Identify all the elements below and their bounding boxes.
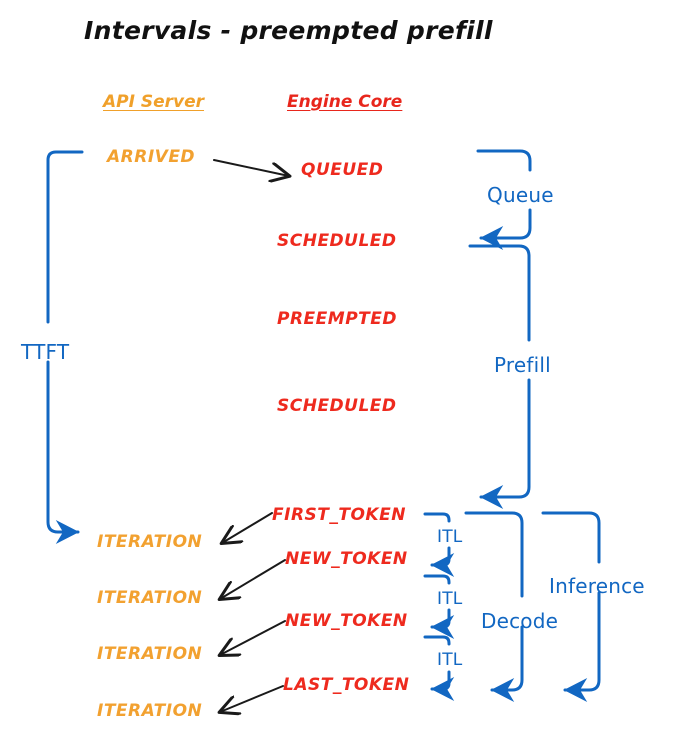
interval-label-ttft: TTFT — [21, 340, 70, 364]
itl-bracket-2-lower — [430, 608, 455, 639]
state-new-token-2: NEW_TOKEN — [285, 611, 408, 631]
state-iteration-3: ITERATION — [97, 644, 203, 664]
arrow-new-token-to-iteration-2 — [220, 620, 286, 655]
interval-label-decode: Decode — [481, 609, 559, 633]
ttft-bracket-upper — [46, 150, 84, 324]
state-scheduled-2: SCHEDULED — [277, 396, 397, 416]
state-preempted: PREEMPTED — [277, 309, 397, 329]
state-queued: QUEUED — [301, 160, 384, 180]
itl-bracket-3-lower — [430, 670, 455, 701]
itl-bracket-3-upper — [423, 635, 451, 646]
prefill-bracket-lower — [479, 378, 531, 509]
arrow-arrived-to-queued — [213, 159, 289, 176]
page-title: Intervals - preempted prefill — [84, 16, 493, 45]
itl-bracket-1-lower — [430, 546, 455, 577]
interval-label-itl-2: ITL — [437, 589, 463, 609]
arrow-last-token-to-iteration — [220, 685, 284, 712]
interval-label-queue: Queue — [487, 183, 554, 207]
inference-bracket-lower — [563, 591, 601, 702]
state-iteration-2: ITERATION — [97, 588, 203, 608]
interval-label-itl-3: ITL — [437, 650, 463, 670]
prefill-bracket-upper — [468, 244, 531, 342]
column-header-engine-core: Engine Core — [287, 92, 403, 112]
itl-bracket-2-upper — [423, 574, 451, 585]
itl-bracket-1-upper — [423, 512, 451, 523]
arrow-new-token-to-iteration-1 — [220, 559, 286, 599]
interval-label-itl-1: ITL — [437, 527, 463, 547]
state-first-token: FIRST_TOKEN — [272, 505, 406, 525]
state-scheduled-1: SCHEDULED — [277, 231, 397, 251]
state-arrived: ARRIVED — [107, 147, 196, 167]
arrow-first-token-to-iteration — [222, 512, 273, 543]
column-header-api-server: API Server — [103, 92, 205, 112]
inference-bracket-upper — [541, 511, 601, 564]
decode-bracket-lower — [490, 625, 524, 702]
queue-bracket-upper — [476, 149, 532, 172]
ttft-bracket-lower — [46, 360, 80, 544]
interval-label-prefill: Prefill — [494, 353, 551, 377]
state-last-token: LAST_TOKEN — [283, 675, 410, 695]
state-iteration-4: ITERATION — [97, 701, 203, 721]
queue-bracket-lower — [479, 208, 532, 250]
decode-bracket-upper — [464, 511, 524, 598]
interval-label-inference: Inference — [549, 574, 645, 598]
state-new-token-1: NEW_TOKEN — [285, 549, 408, 569]
state-iteration-1: ITERATION — [97, 532, 203, 552]
